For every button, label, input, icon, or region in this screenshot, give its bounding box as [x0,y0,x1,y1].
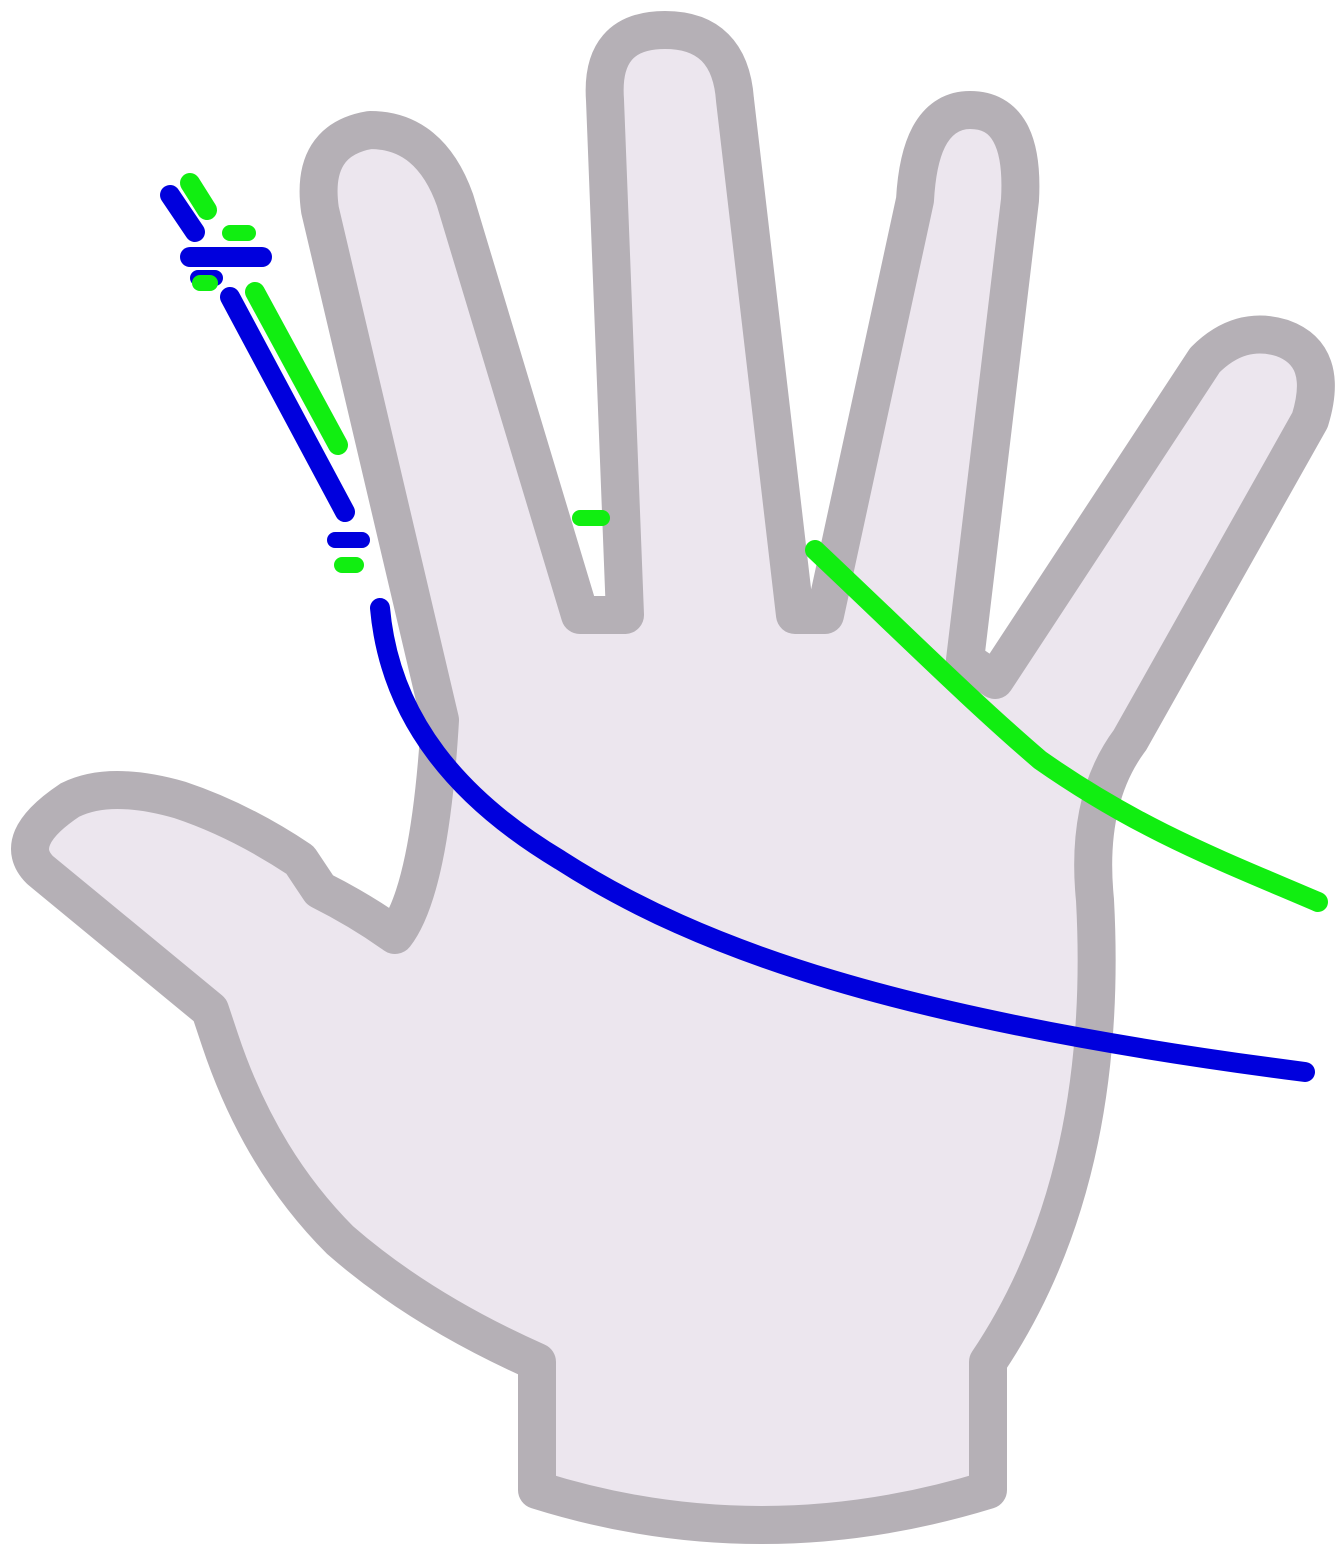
green-line-top-stub [190,183,207,210]
blue-line-extension-segment [230,297,345,512]
